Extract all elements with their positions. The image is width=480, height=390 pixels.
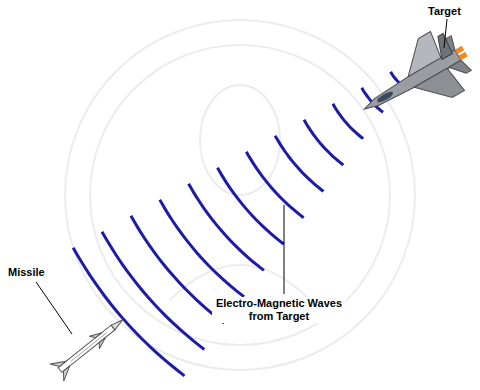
wave-arcs — [73, 72, 403, 376]
target-label: Target — [426, 5, 463, 18]
wave-arc — [131, 216, 224, 323]
leader-lines — [36, 19, 447, 334]
leader-line — [36, 282, 72, 334]
seal-watermark — [65, 20, 415, 370]
wave-arc — [73, 248, 184, 376]
missile-label: Missile — [6, 266, 47, 279]
wave-arc — [333, 104, 363, 139]
missile — [50, 311, 129, 381]
leader-line — [444, 19, 447, 48]
wave-arc — [217, 168, 283, 244]
wave-arc — [160, 200, 244, 297]
target-jet — [347, 22, 480, 139]
wave-arc — [102, 232, 204, 350]
waves-label: Electro-Magnetic Waves from Target — [212, 297, 346, 323]
wave-arc — [246, 152, 303, 218]
wave-arc — [304, 120, 343, 165]
wave-arc — [275, 136, 323, 192]
leader-line — [284, 205, 285, 294]
